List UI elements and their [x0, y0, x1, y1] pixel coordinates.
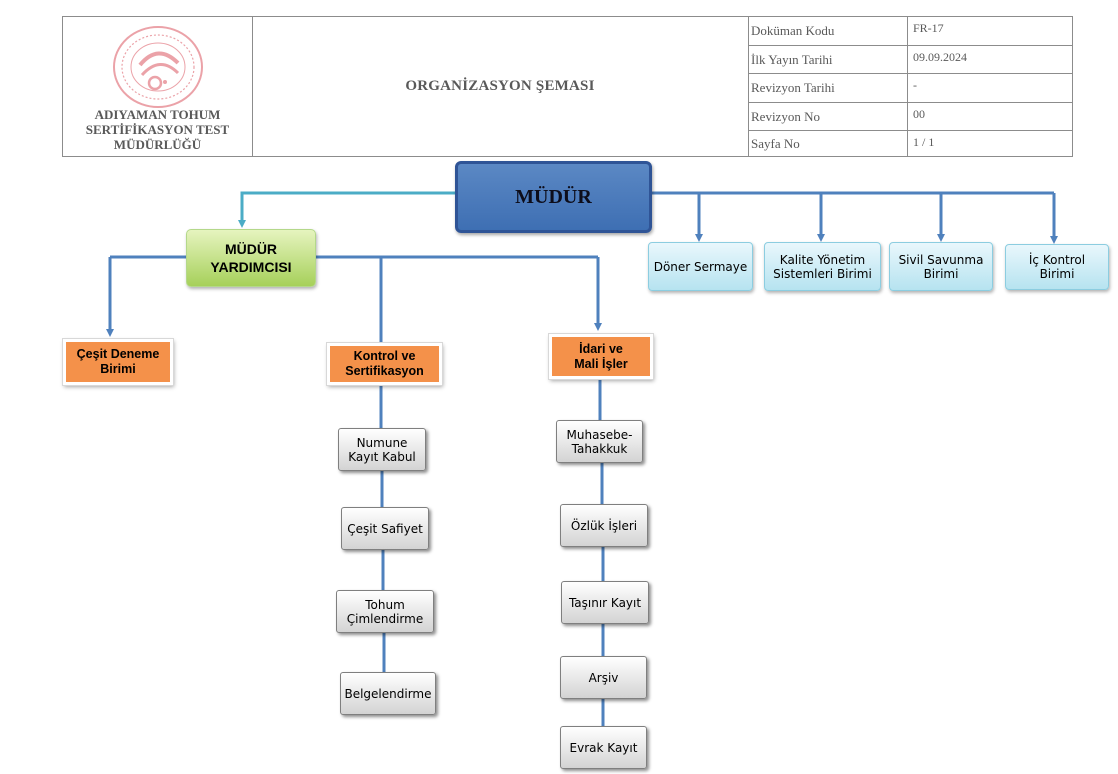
document-title-cell: ORGANİZASYON ŞEMASI	[252, 17, 749, 156]
meta-label: Sayfa No	[748, 131, 908, 156]
subunit-tohum-cimlendirme: Tohum Çimlendirme	[336, 590, 434, 633]
document-header: ADIYAMAN TOHUM SERTİFİKASYON TEST MÜDÜRL…	[62, 16, 1073, 157]
meta-label: Revizyon No	[748, 103, 908, 130]
meta-value: -	[913, 78, 917, 92]
document-meta-table: Doküman Kodu FR-17 İlk Yayın Tarihi 09.0…	[748, 17, 1072, 156]
meta-row-revision-no: Revizyon No 00	[748, 103, 1072, 131]
dept-cesit-deneme: Çeşit Deneme Birimi	[62, 338, 174, 386]
ministry-seal-icon	[113, 26, 203, 108]
dept-kontrol-sertifikasyon: Kontrol ve Sertifikasyon	[326, 342, 443, 386]
deputy-director-box: MÜDÜR YARDIMCISI	[186, 229, 316, 287]
meta-value: 09.09.2024	[913, 50, 967, 64]
meta-row-page-no: Sayfa No 1 / 1	[748, 131, 1072, 156]
meta-row-first-publish-date: İlk Yayın Tarihi 09.09.2024	[748, 46, 1072, 74]
connector-director-deputy	[238, 191, 455, 228]
subunit-arsiv: Arşiv	[560, 656, 647, 699]
connector-idari-chain	[598, 379, 605, 726]
subunit-muhasebe-tahakkuk: Muhasebe-Tahakkuk	[556, 420, 643, 463]
document-title: ORGANİZASYON ŞEMASI	[405, 78, 595, 94]
subunit-cesit-safiyet: Çeşit Safiyet	[341, 507, 429, 550]
logo-cell: ADIYAMAN TOHUM SERTİFİKASYON TEST MÜDÜRL…	[63, 17, 253, 156]
meta-label: Doküman Kodu	[748, 17, 908, 45]
meta-row-document-code: Doküman Kodu FR-17	[748, 17, 1072, 46]
unit-sivil-savunma: Sivil Savunma Birimi	[889, 242, 993, 291]
unit-kalite-yonetim: Kalite Yönetim Sistemleri Birimi	[764, 242, 881, 291]
organization-name: ADIYAMAN TOHUM SERTİFİKASYON TEST MÜDÜRL…	[85, 107, 230, 152]
meta-value: FR-17	[913, 21, 944, 35]
meta-value: 00	[913, 107, 925, 121]
subunit-tasinir-kayit: Taşınır Kayıt	[561, 581, 649, 624]
subunit-numune-kayit-kabul: Numune Kayıt Kabul	[338, 428, 426, 471]
meta-label: İlk Yayın Tarihi	[748, 46, 908, 73]
subunit-belgelendirme: Belgelendirme	[340, 672, 436, 715]
director-box: MÜDÜR	[455, 161, 652, 233]
meta-row-revision-date: Revizyon Tarihi -	[748, 74, 1072, 103]
dept-idari-mali: İdari ve Mali İşler	[548, 333, 654, 380]
subunit-evrak-kayit: Evrak Kayıt	[560, 726, 647, 769]
meta-label: Revizyon Tarihi	[748, 74, 908, 102]
meta-value: 1 / 1	[913, 135, 935, 149]
unit-ic-kontrol: İç Kontrol Birimi	[1005, 244, 1109, 290]
subunit-ozluk-isleri: Özlük İşleri	[560, 504, 648, 547]
connector-kontrol-chain	[379, 384, 386, 672]
unit-doner-sermaye: Döner Sermaye	[648, 242, 753, 291]
